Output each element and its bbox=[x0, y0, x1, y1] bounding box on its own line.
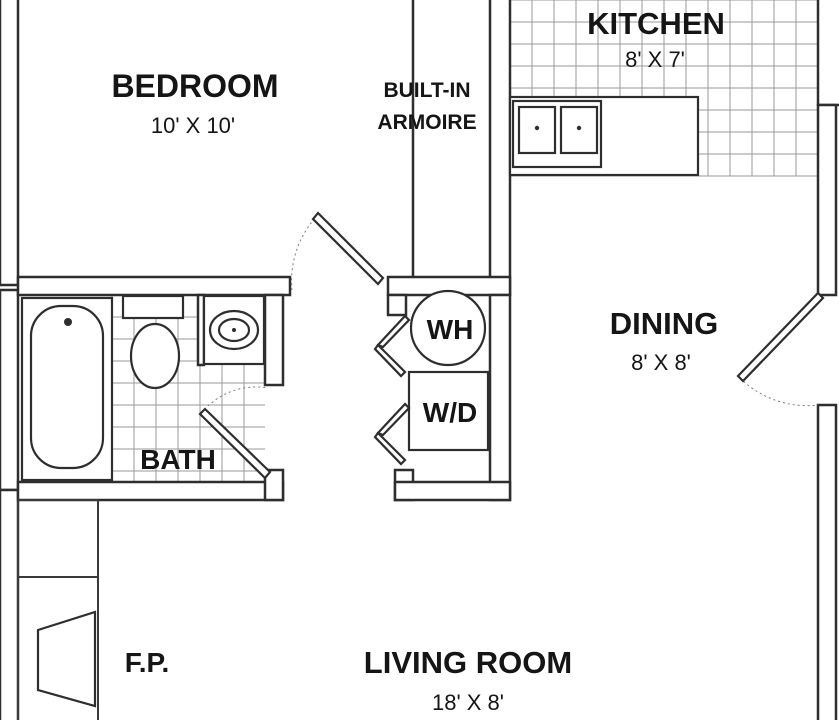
water-heater bbox=[409, 289, 487, 367]
kitchen-dimensions: 8' X 7' bbox=[625, 47, 685, 72]
bathroom-sink bbox=[202, 294, 266, 366]
fireplace-hearth bbox=[36, 610, 97, 708]
left-exterior-wall-bath bbox=[0, 288, 20, 492]
left-exterior-wall-upper bbox=[0, 0, 20, 287]
armoire-right-wall bbox=[488, 0, 512, 297]
kitchen-counter bbox=[508, 95, 700, 177]
living-room-label: LIVING ROOM bbox=[364, 645, 572, 680]
kitchen-label: KITCHEN bbox=[587, 6, 725, 41]
bath-bottom-wall bbox=[16, 480, 285, 502]
laundry-right-wall bbox=[488, 293, 512, 502]
laundry-bottom-wall bbox=[393, 480, 512, 502]
water-heater-closet-door[interactable] bbox=[373, 314, 411, 378]
kitchen-tile-floor bbox=[509, 0, 819, 177]
laundry-left-wall-top bbox=[386, 293, 408, 317]
right-exterior-wall-lower bbox=[816, 403, 838, 720]
bath-right-wall-upper bbox=[263, 293, 285, 387]
bath-label: BATH bbox=[140, 444, 216, 475]
bathtub bbox=[20, 296, 114, 482]
armoire-label-line2: ARMOIRE bbox=[377, 111, 476, 134]
washer-dryer-closet-door[interactable] bbox=[373, 402, 411, 466]
bedroom-dimensions: 10' X 10' bbox=[151, 113, 235, 138]
right-exterior-wall-mid bbox=[816, 103, 838, 297]
armoire-label-line1: BUILT-IN bbox=[383, 79, 470, 102]
fireplace-label: F.P. bbox=[125, 647, 170, 678]
water-heater-label: WH bbox=[427, 314, 474, 345]
left-exterior-wall-lower bbox=[0, 488, 20, 720]
toilet bbox=[121, 294, 185, 390]
dining-exterior-door[interactable] bbox=[736, 291, 825, 407]
right-exterior-wall-top bbox=[816, 0, 839, 107]
bedroom-door[interactable] bbox=[291, 211, 385, 291]
bath-right-wall-lower bbox=[263, 468, 285, 502]
dining-dimensions: 8' X 8' bbox=[631, 350, 691, 375]
washer-dryer bbox=[407, 370, 490, 452]
bedroom-bottom-wall bbox=[16, 275, 292, 297]
washer-dryer-label: W/D bbox=[423, 397, 477, 428]
living-room-dimensions: 18' X 8' bbox=[432, 690, 504, 715]
bath-door[interactable] bbox=[198, 386, 272, 480]
dining-label: DINING bbox=[610, 306, 719, 341]
fireplace-column bbox=[17, 499, 99, 720]
bedroom-label: BEDROOM bbox=[111, 68, 278, 104]
